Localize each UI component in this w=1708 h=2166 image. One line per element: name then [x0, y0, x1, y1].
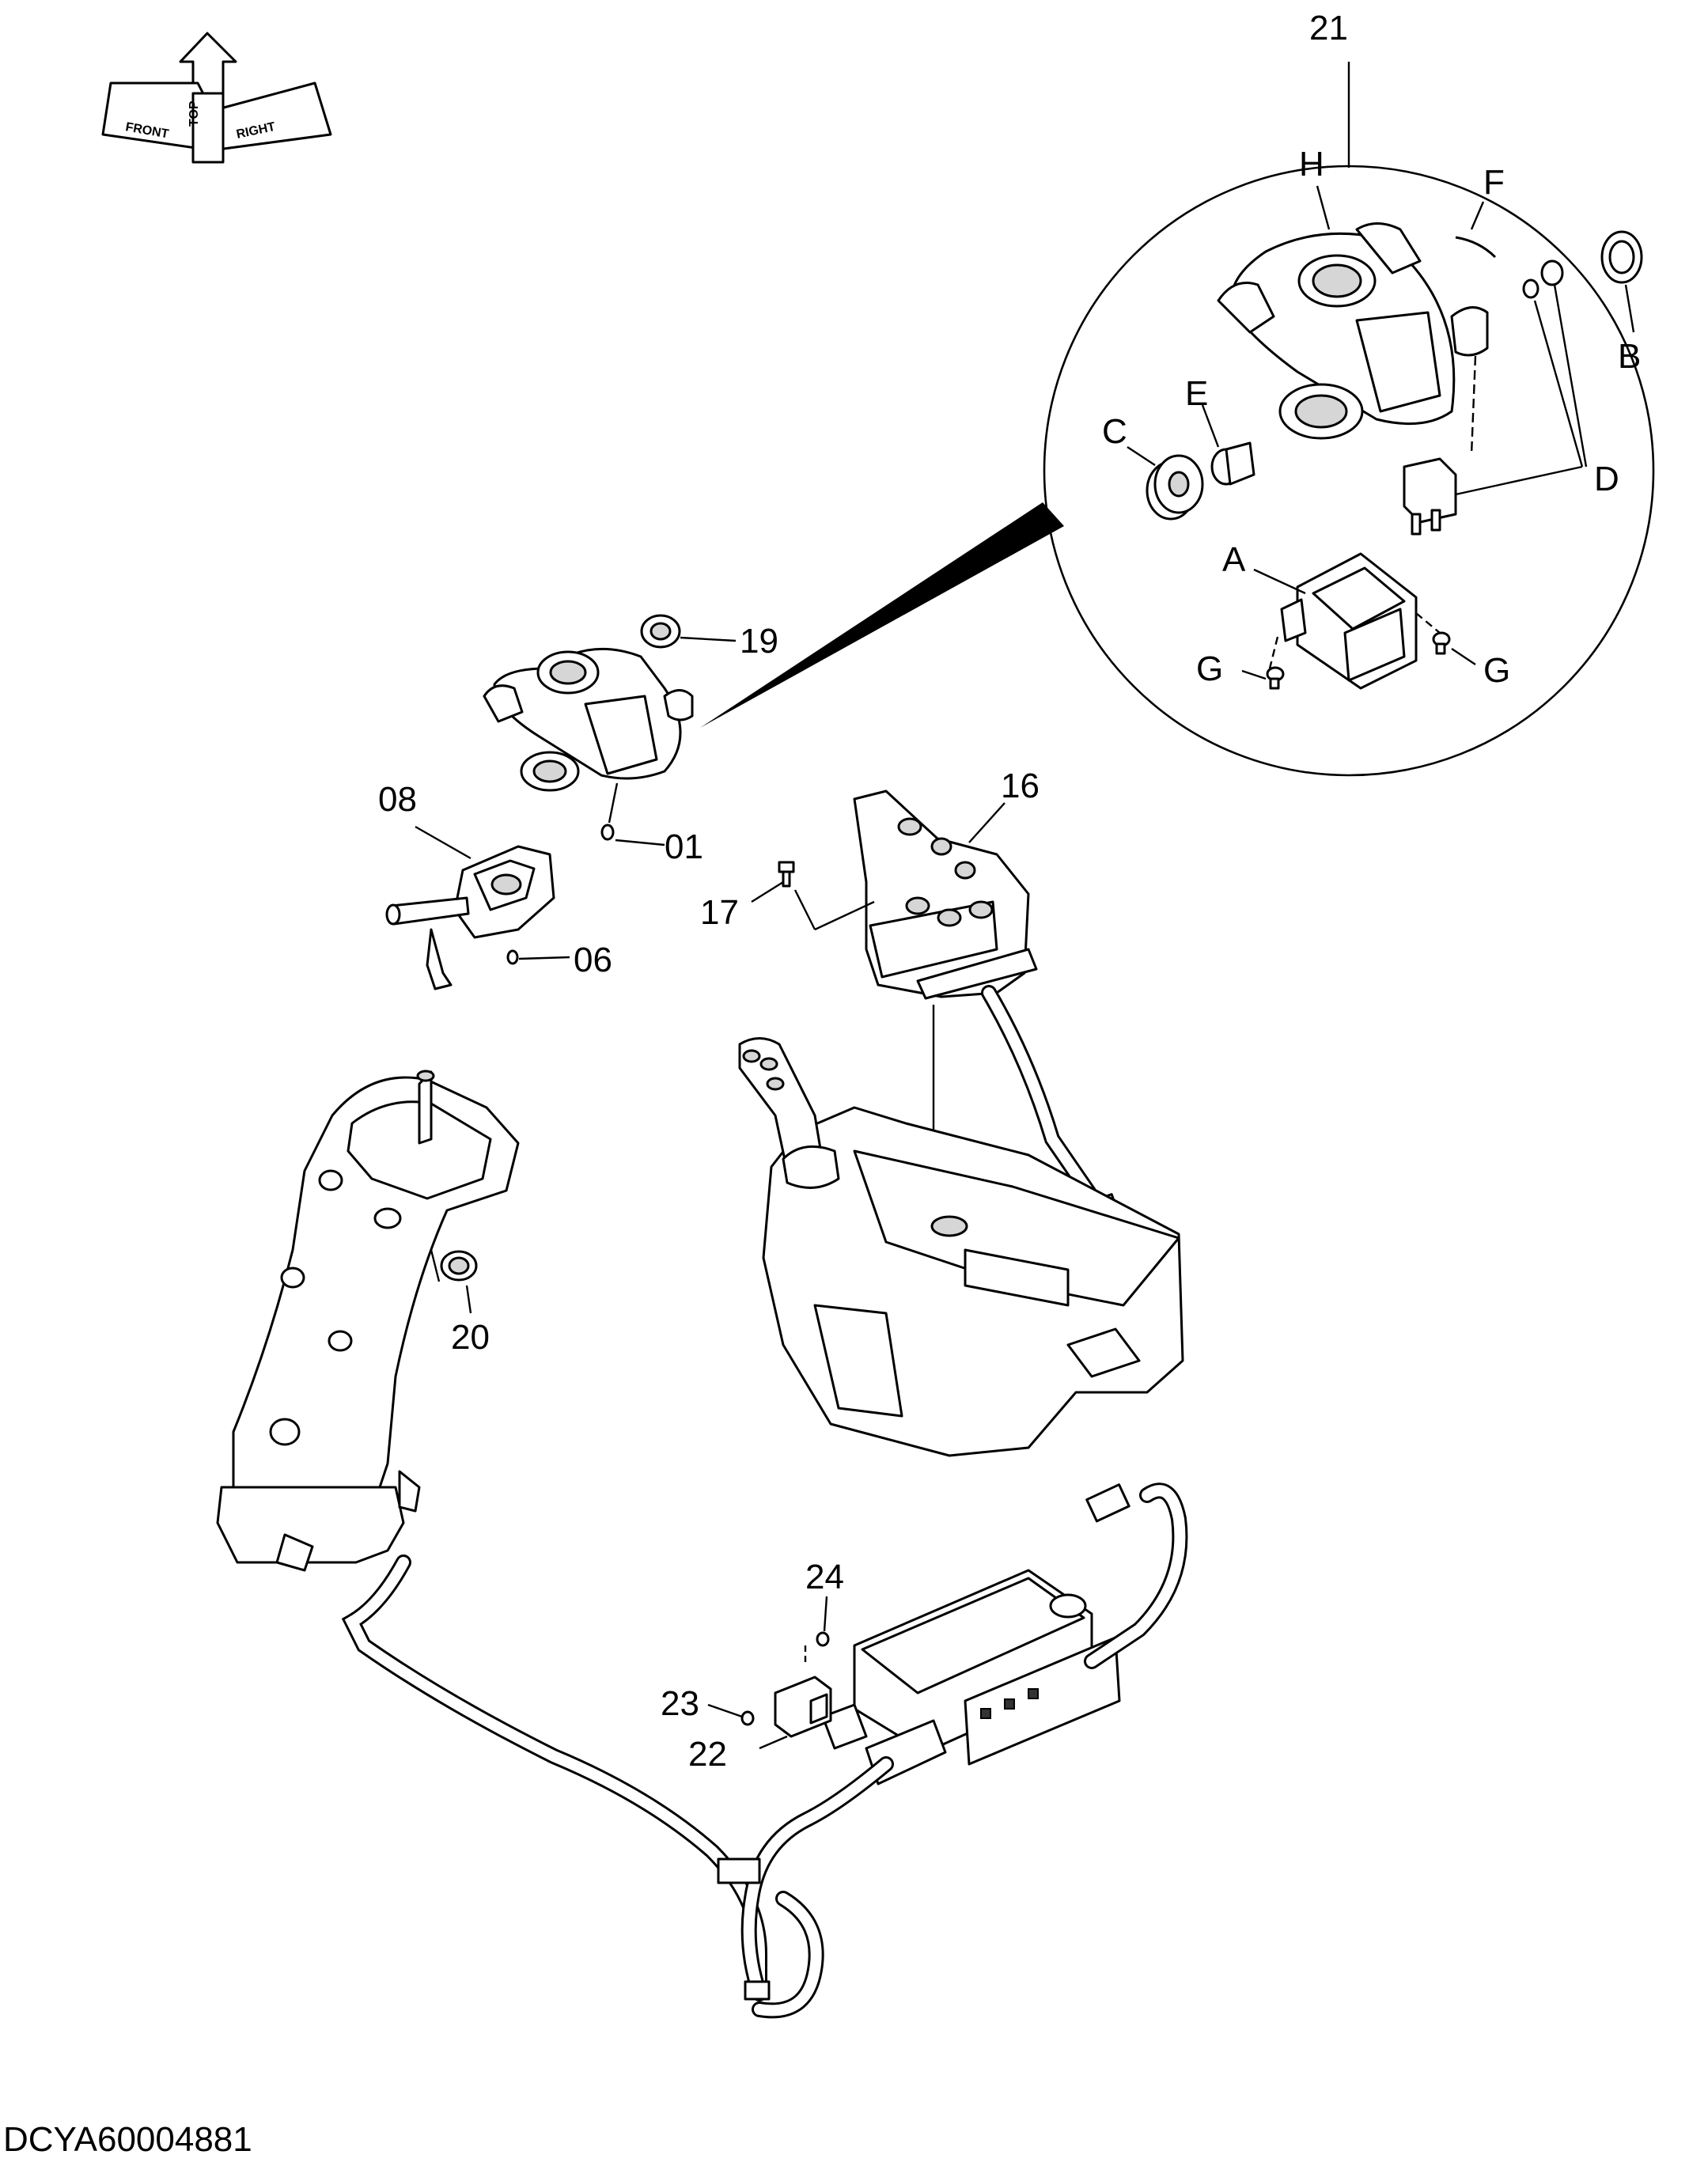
callout-01: 01	[665, 827, 703, 866]
controller-box	[821, 1569, 1121, 1785]
detail-pointer-wedge	[700, 502, 1064, 728]
part-06-screw	[506, 949, 519, 965]
detail-cover-H	[1217, 222, 1489, 440]
callout-06: 06	[574, 941, 612, 979]
detail-plug-E	[1210, 441, 1255, 486]
part-01-screw	[600, 824, 615, 841]
orientation-indicator: FRONT RIGHT TOP	[101, 32, 332, 164]
detail-label-D: D	[1594, 460, 1619, 498]
callout-08: 08	[378, 780, 417, 819]
detail-label-A: A	[1222, 540, 1246, 579]
detail-label-G-right: G	[1483, 651, 1510, 690]
detail-grommet-C	[1146, 454, 1204, 521]
callout-19: 19	[740, 622, 778, 661]
detail-switch-D	[1403, 457, 1457, 536]
callout-24: 24	[805, 1558, 844, 1596]
part-24-screw	[816, 1631, 830, 1647]
callout-16: 16	[1001, 767, 1040, 805]
callout-22: 22	[688, 1735, 727, 1774]
detail-view-21: 21 H F B	[700, 9, 1655, 777]
part-17-screw	[778, 861, 795, 888]
callout-23: 23	[661, 1684, 699, 1723]
part-22-relay	[774, 1676, 832, 1738]
part-20-grommet	[440, 1250, 478, 1282]
callout-17: 17	[700, 893, 739, 932]
left-console	[216, 1070, 520, 1572]
detail-label-C: C	[1102, 412, 1127, 451]
right-console	[738, 1037, 1184, 1457]
detail-screw-G-right	[1432, 631, 1451, 655]
part-19-grommet	[640, 614, 681, 649]
callout-21: 21	[1309, 9, 1348, 47]
detail-ring-B	[1600, 230, 1643, 284]
detail-label-G-left: G	[1196, 649, 1223, 688]
detail-label-E: E	[1185, 374, 1208, 413]
detail-label-H: H	[1299, 145, 1324, 184]
callout-20: 20	[451, 1318, 490, 1357]
detail-screw-G-left	[1266, 666, 1285, 690]
document-code: DCYA60004881	[3, 2120, 252, 2159]
orientation-top-label: TOP	[187, 100, 201, 127]
part-23-screw	[740, 1710, 755, 1726]
detail-controller-A	[1280, 552, 1418, 690]
harness-connector	[717, 1857, 761, 1884]
switch-cover-assembly	[483, 647, 694, 792]
part-08-switch	[385, 845, 555, 990]
detail-label-F: F	[1483, 163, 1505, 202]
detail-label-B: B	[1618, 337, 1641, 376]
part-16-switch-panel	[853, 790, 1038, 1000]
